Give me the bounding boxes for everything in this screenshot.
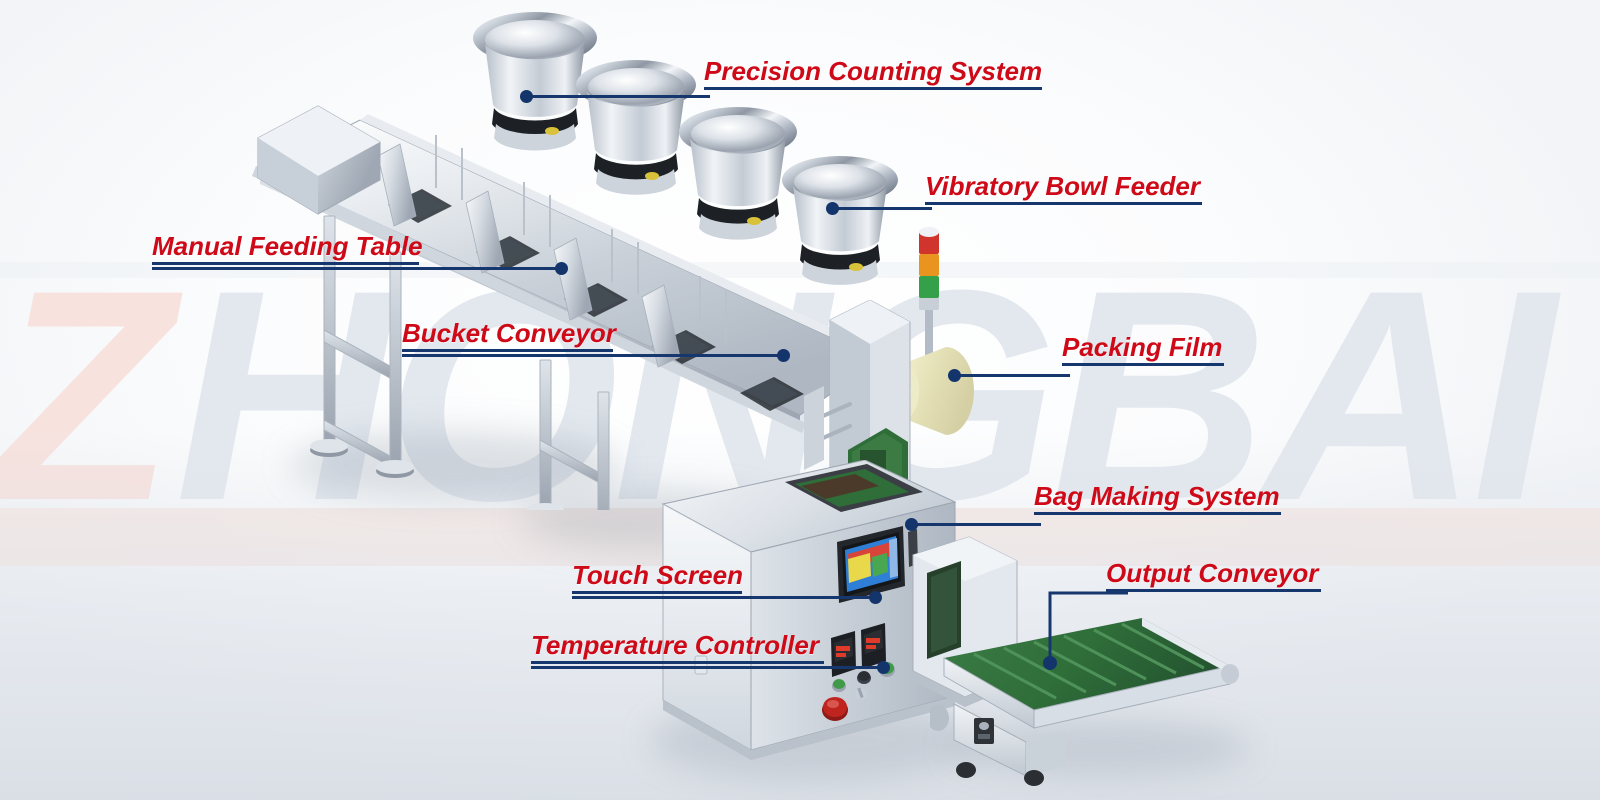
callout-label-output-conveyor: Output Conveyor (1106, 558, 1319, 588)
callout-bucket-conveyor: Bucket Conveyor (402, 318, 616, 353)
callout-rule (1106, 589, 1321, 593)
callout-label-vibratory-bowl-feeder: Vibratory Bowl Feeder (925, 171, 1200, 201)
callout-rule (704, 87, 1042, 91)
callout-rule (531, 661, 824, 665)
callout-label-precision-counting-system: Precision Counting System (704, 56, 1043, 86)
callout-label-temperature-controller: Temperature Controller (531, 630, 819, 660)
leader-manual-feeding-table (152, 262, 568, 278)
leader-vibratory-bowl-feeder (826, 202, 932, 218)
callout-rule (1034, 512, 1281, 516)
callout-vibratory-bowl-feeder: Vibratory Bowl Feeder (925, 171, 1202, 206)
leader-touch-screen (572, 591, 882, 607)
callout-rule (1062, 363, 1224, 367)
callout-rule (402, 349, 613, 353)
output-conveyor (930, 618, 1239, 786)
callout-precision-counting-system: Precision Counting System (704, 56, 1043, 91)
callout-label-manual-feeding-table: Manual Feeding Table (152, 231, 423, 261)
callout-temperature-controller: Temperature Controller (531, 630, 824, 665)
callout-rule (572, 591, 742, 595)
callout-manual-feeding-table: Manual Feeding Table (152, 231, 423, 266)
leader-precision-counting-system (520, 90, 710, 106)
leader-bucket-conveyor (402, 349, 790, 365)
callout-label-touch-screen: Touch Screen (572, 560, 743, 590)
leader-output-conveyor (1043, 591, 1128, 670)
leader-temperature-controller (531, 661, 890, 677)
callout-rule (152, 262, 419, 266)
leader-bag-making-system (905, 518, 1041, 534)
callout-packing-film: Packing Film (1062, 332, 1224, 367)
callout-label-bucket-conveyor: Bucket Conveyor (402, 318, 616, 348)
callout-rule (925, 202, 1202, 206)
callout-bag-making-system: Bag Making System (1034, 481, 1281, 516)
leader-packing-film (948, 369, 1070, 385)
callout-label-packing-film: Packing Film (1062, 332, 1223, 362)
callout-touch-screen: Touch Screen (572, 560, 743, 595)
callout-label-bag-making-system: Bag Making System (1034, 481, 1280, 511)
callout-output-conveyor: Output Conveyor (1106, 558, 1321, 593)
